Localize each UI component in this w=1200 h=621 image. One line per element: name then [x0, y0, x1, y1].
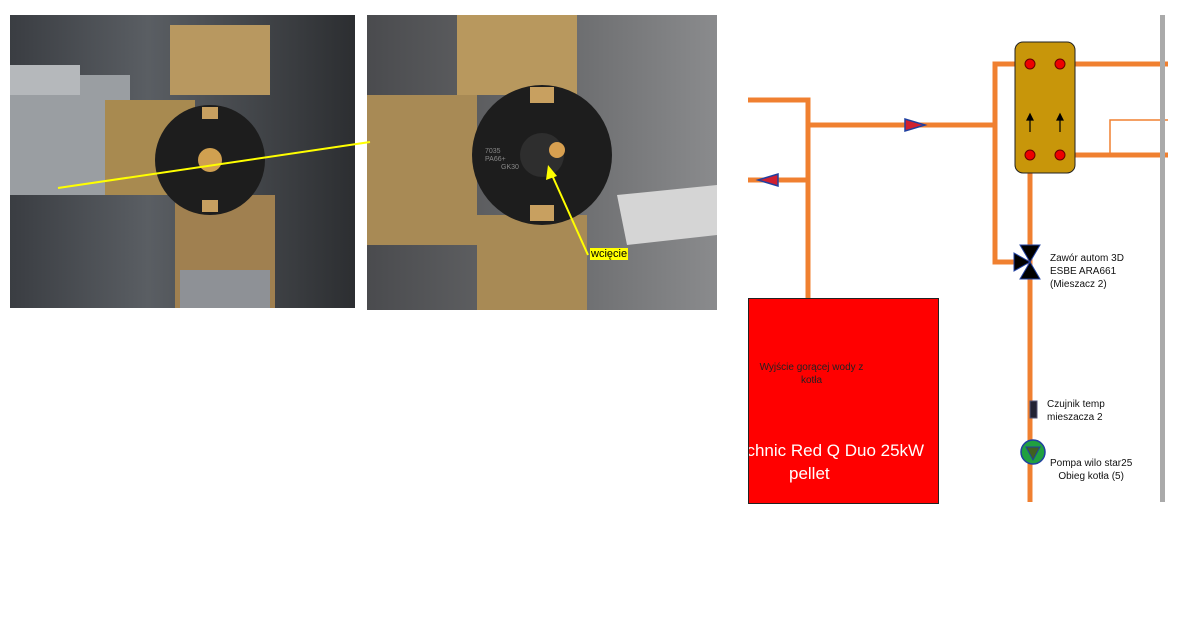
valve-marking-line3: GK30	[501, 164, 519, 171]
sensor-label-line2: mieszacza 2	[1047, 412, 1103, 423]
three-way-valve-icon	[1013, 244, 1041, 280]
gray-wall-line	[1160, 15, 1165, 502]
thin-pipe	[1109, 119, 1168, 155]
temp-sensor-icon	[1029, 400, 1038, 419]
boiler-outlet-label: Wyjście gorącej wody z kotła	[759, 362, 864, 386]
pipe-bypass	[992, 61, 1022, 265]
callout-label: wcięcie	[590, 248, 629, 260]
valve-label: Zawór autom 3D ESBE ARA661 (Mieszacz 2)	[1050, 252, 1124, 291]
valve-marking-line1: 7035	[485, 148, 501, 155]
boiler-block: Wyjście gorącej wody z kotła echnic Red …	[748, 298, 939, 504]
sensor-label-line1: Czujnik temp	[1047, 399, 1105, 410]
exchanger-ports	[1024, 58, 1066, 161]
valve-marking: 7035 PA66+ GK30	[485, 148, 519, 172]
pipe-boiler-supply	[748, 97, 811, 346]
pump-label-line2: Obieg kotła (5)	[1058, 471, 1124, 482]
pump-label-line1: Pompa wilo star25	[1050, 458, 1133, 469]
flow-arrow-left	[755, 172, 779, 188]
valve-photo-closeup	[367, 15, 717, 310]
pump-triangle	[1025, 446, 1041, 462]
valve-label-line1: Zawór autom 3D	[1050, 253, 1124, 264]
valve-label-line2: ESBE ARA661	[1050, 266, 1117, 277]
boiler-name: echnic Red Q Duo 25kW pellet	[748, 439, 925, 485]
boiler-name-line1: echnic Red Q Duo 25kW	[748, 441, 925, 460]
callout-arrowhead	[546, 165, 557, 180]
yellow-guide-line	[57, 141, 371, 189]
heat-exchanger	[1014, 41, 1076, 174]
flow-arrow-right	[904, 117, 928, 133]
callout-arrow	[551, 174, 589, 256]
valve-photo-overview	[10, 15, 355, 308]
valve-label-line3: (Mieszacz 2)	[1050, 279, 1107, 290]
valve-photo-closeup-drawing	[367, 15, 717, 310]
valve-photo-overview-drawing	[10, 25, 275, 308]
boiler-name-line2: pellet	[789, 464, 830, 483]
pump-label: Pompa wilo star25 Obieg kotła (5)	[1050, 457, 1132, 483]
sensor-label: Czujnik temp mieszacza 2	[1047, 398, 1105, 424]
up-arrow-icon	[1026, 112, 1064, 132]
valve-marking-line2: PA66+	[485, 156, 506, 163]
